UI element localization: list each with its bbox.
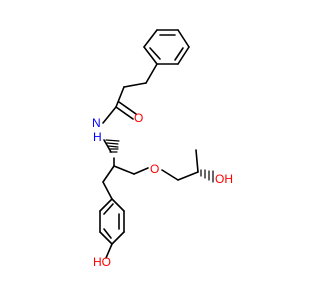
side-hydroxyl-label: OH bbox=[215, 172, 233, 186]
molecule-structure: N H O O OH HO bbox=[92, 29, 233, 269]
amide-hydrogen-label: H bbox=[93, 130, 102, 144]
hydroxypropyl-chain bbox=[161, 149, 214, 183]
phenol-ring bbox=[99, 198, 125, 259]
nitrogen-atom-label: N bbox=[92, 116, 101, 130]
phenyl-ring bbox=[143, 29, 190, 65]
propanoyl-chain bbox=[102, 63, 158, 124]
ether-oxygen-label: O bbox=[150, 162, 159, 176]
carbonyl-oxygen-label: O bbox=[134, 111, 143, 125]
backbone bbox=[102, 139, 149, 200]
phenol-hydroxyl-label: HO bbox=[93, 255, 111, 269]
